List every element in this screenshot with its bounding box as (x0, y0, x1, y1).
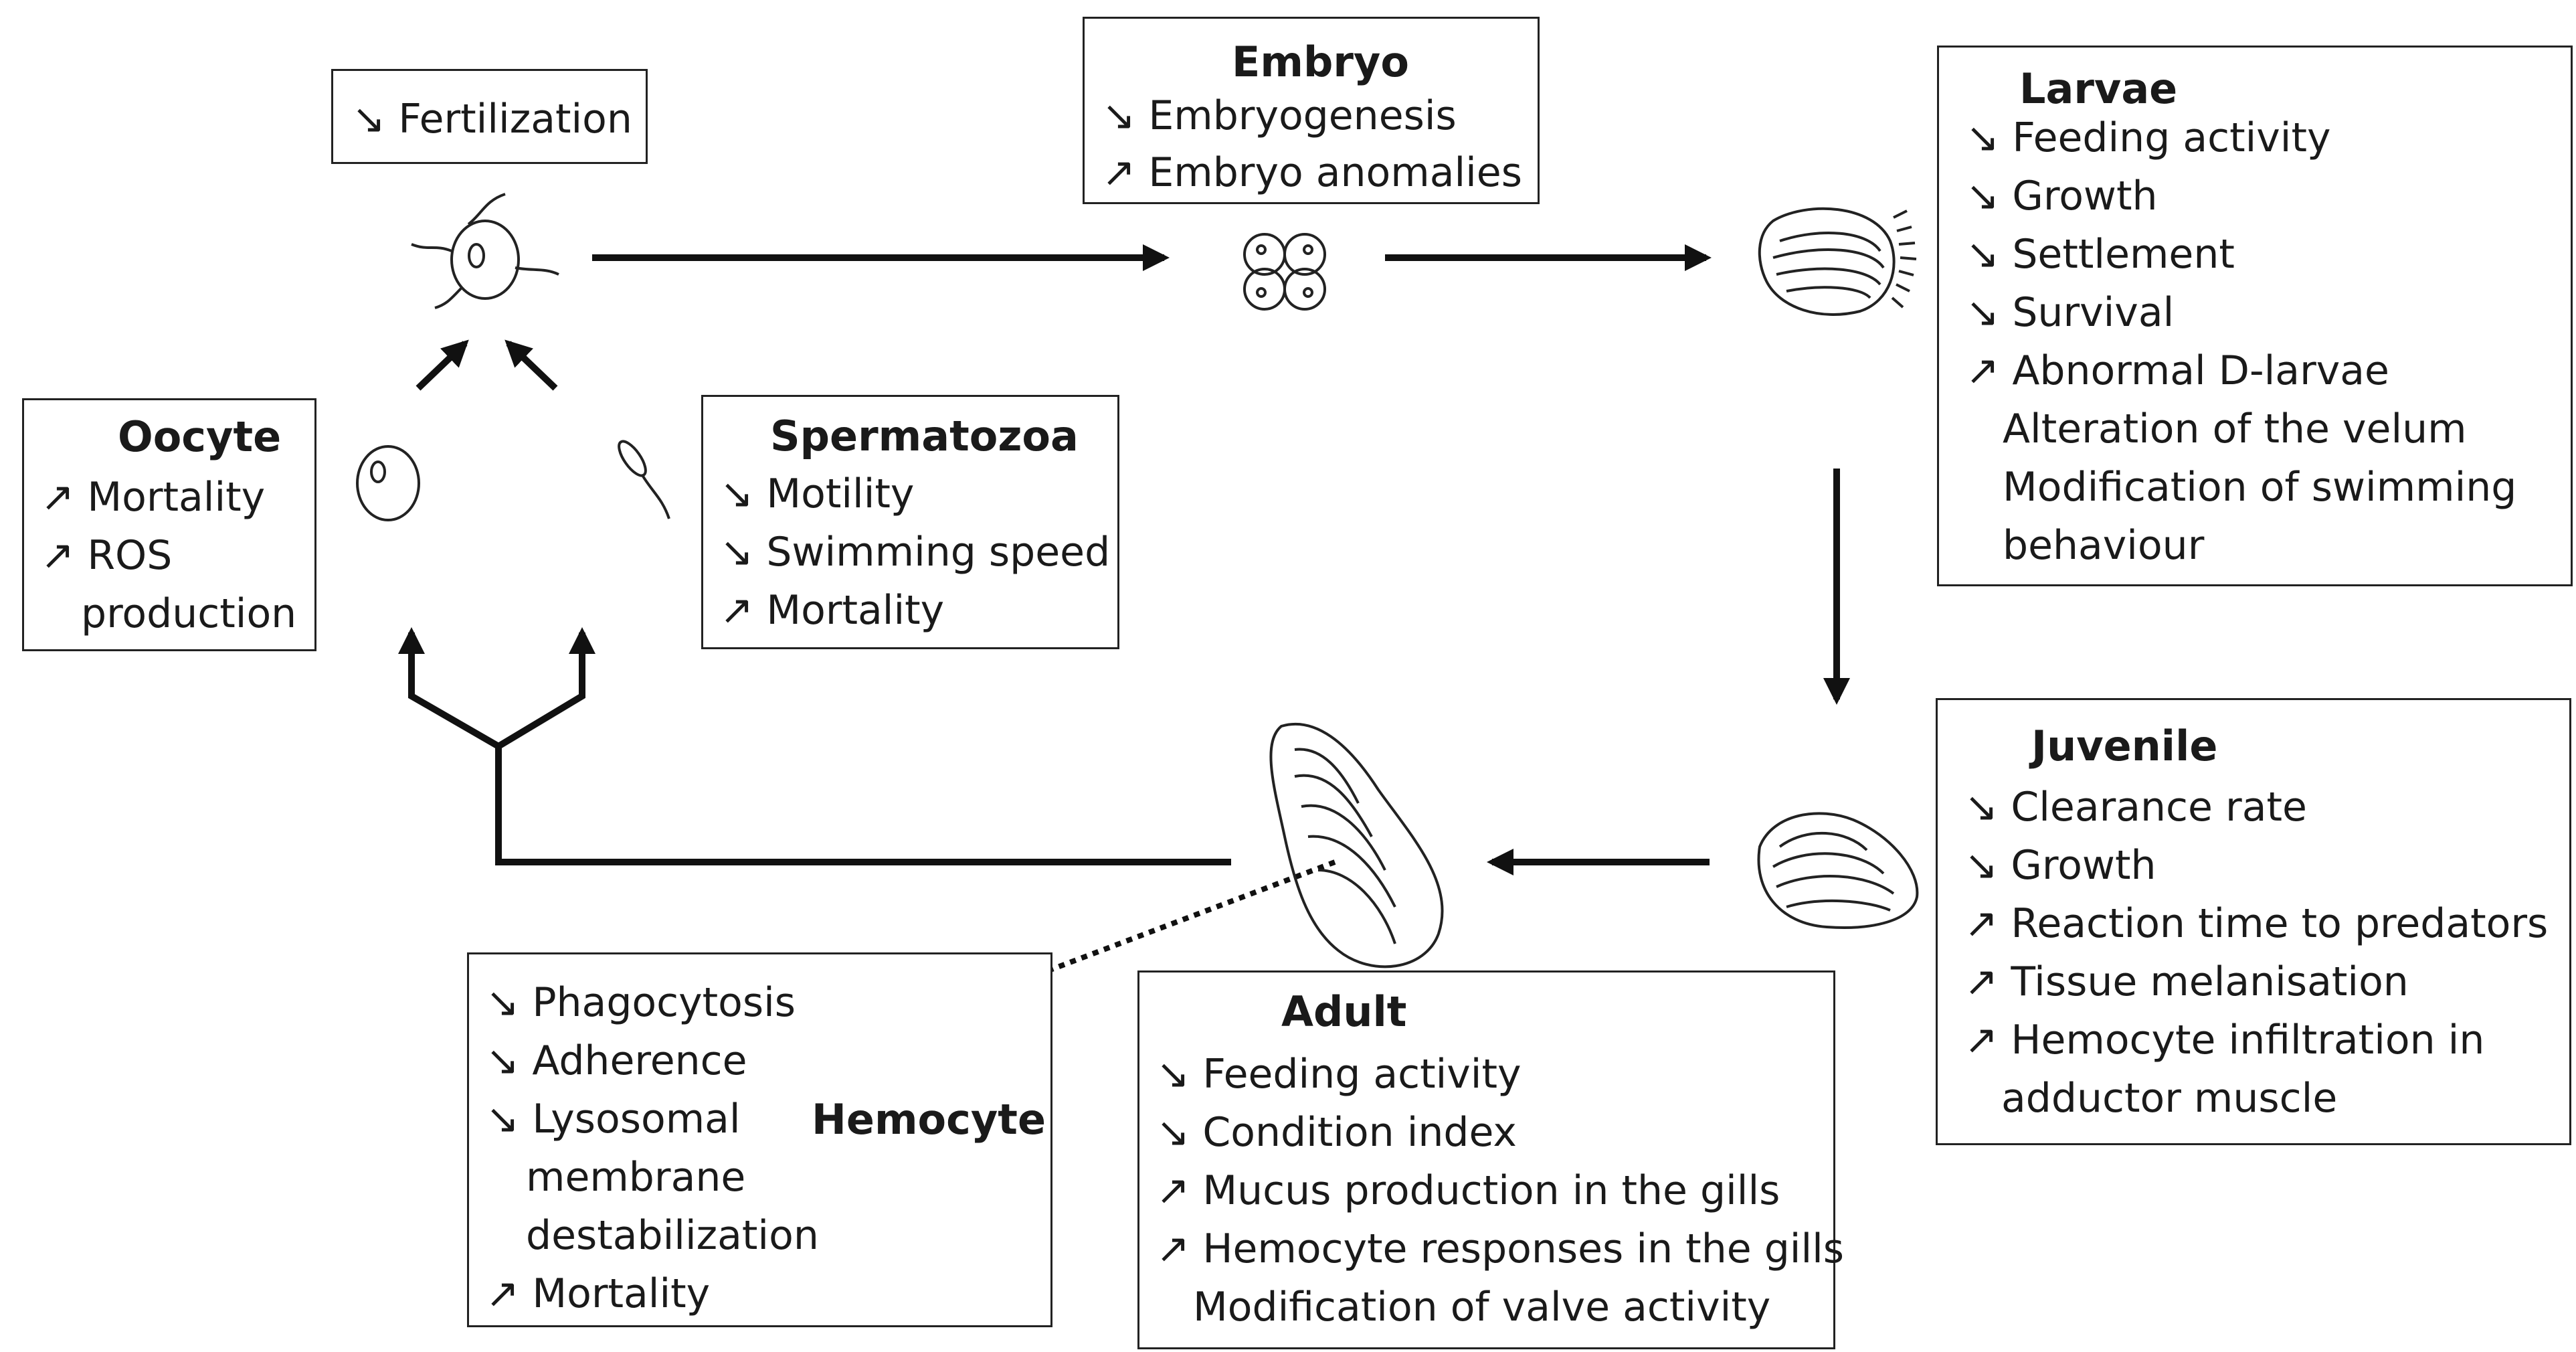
arrow-sperm-to-zygote (504, 339, 558, 391)
spermatozoa-title: Spermatozoa (770, 412, 1079, 460)
hemocyte-line-4: membrane (526, 1154, 746, 1201)
adult-box: Adult ↘ Feeding activity ↘ Condition ind… (1137, 970, 1844, 1349)
embryo-box: Embryo ↘ Embryogenesis ↗ Embryo anomalie… (1083, 17, 1540, 204)
juvenile-line-3: ↗ Reaction time to predators (1964, 900, 2549, 947)
oocyte-title: Oocyte (118, 412, 282, 461)
oocyte-line-1: ↗ Mortality (41, 474, 266, 521)
larvae-line-3: ↘ Settlement (1966, 231, 2235, 278)
larvae-line-2: ↘ Growth (1966, 173, 2158, 220)
adult-line-4: ↗ Hemocyte responses in the gills (1156, 1226, 1845, 1272)
spermatozoa-line-1: ↘ Motility (720, 471, 915, 517)
embryo-line-2: ↗ Embryo anomalies (1102, 149, 1522, 196)
juvenile-icon (1757, 812, 1919, 929)
adult-oyster-icon (1269, 722, 1444, 968)
larvae-line-4: ↘ Survival (1966, 289, 2175, 336)
larvae-line-6: Alteration of the velum (2003, 406, 2467, 452)
spermatozoa-line-3: ↗ Mortality (720, 587, 945, 634)
hemocyte-line-1: ↘ Phagocytosis (486, 979, 796, 1026)
adult-line-5: Modification of valve activity (1193, 1284, 1771, 1331)
arrow-oocyte-to-zygote (416, 339, 469, 391)
adult-title: Adult (1281, 987, 1407, 1036)
juvenile-line-5: ↗ Hemocyte infiltration in (1964, 1017, 2485, 1064)
juvenile-line-4: ↗ Tissue melanisation (1964, 958, 2409, 1005)
hemocyte-line-2: ↘ Adherence (486, 1037, 747, 1084)
juvenile-title: Juvenile (2031, 722, 2218, 770)
embryo-icon (1243, 233, 1326, 311)
fertilized-egg-icon (411, 193, 559, 309)
arrow-adult-to-gametes (495, 746, 1231, 865)
hemocyte-line-3: ↘ Lysosomal (486, 1096, 741, 1143)
hemocyte-box: Hemocyte ↘ Phagocytosis ↘ Adherence ↘ Ly… (467, 952, 1052, 1327)
hemocyte-line-6: ↗ Mortality (486, 1270, 711, 1317)
spermatozoa-box: Spermatozoa ↘ Motility ↘ Swimming speed … (701, 395, 1119, 649)
oocyte-line-2: ↗ ROS (41, 532, 173, 579)
spermatozoon-icon (618, 440, 670, 519)
larvae-line-1: ↘ Feeding activity (1966, 114, 2331, 161)
hemocyte-line-5: destabilization (526, 1212, 819, 1259)
juvenile-box: Juvenile ↘ Clearance rate ↘ Growth ↗ Rea… (1936, 698, 2571, 1145)
larvae-line-8: behaviour (2003, 522, 2205, 569)
larvae-line-7: Modification of swimming (2003, 464, 2517, 511)
oocyte-line-3: production (81, 590, 297, 637)
embryo-line-1: ↘ Embryogenesis (1102, 92, 1457, 139)
hemocyte-title: Hemocyte (812, 1095, 1046, 1144)
oocyte-box: Oocyte ↗ Mortality ↗ ROS production (22, 398, 316, 651)
adult-line-2: ↘ Condition index (1156, 1109, 1517, 1156)
larvae-title: Larvae (2019, 64, 2178, 113)
juvenile-line-2: ↘ Growth (1964, 842, 2156, 889)
larvae-line-5: ↗ Abnormal D-larvae (1966, 347, 2389, 394)
larva-icon (1758, 207, 1917, 316)
fertilization-box: ↘ Fertilization (331, 69, 648, 164)
oocyte-icon (356, 445, 420, 521)
juvenile-line-1: ↘ Clearance rate (1964, 784, 2307, 831)
larvae-box: Larvae ↘ Feeding activity ↘ Growth ↘ Set… (1937, 46, 2573, 586)
adult-line-3: ↗ Mucus production in the gills (1156, 1167, 1780, 1214)
adult-line-1: ↘ Feeding activity (1156, 1051, 1522, 1098)
embryo-title: Embryo (1232, 37, 1409, 86)
fertilization-label: ↘ Fertilization (352, 96, 632, 143)
juvenile-line-6: adductor muscle (2001, 1075, 2338, 1122)
spermatozoa-line-2: ↘ Swimming speed (720, 529, 1111, 576)
